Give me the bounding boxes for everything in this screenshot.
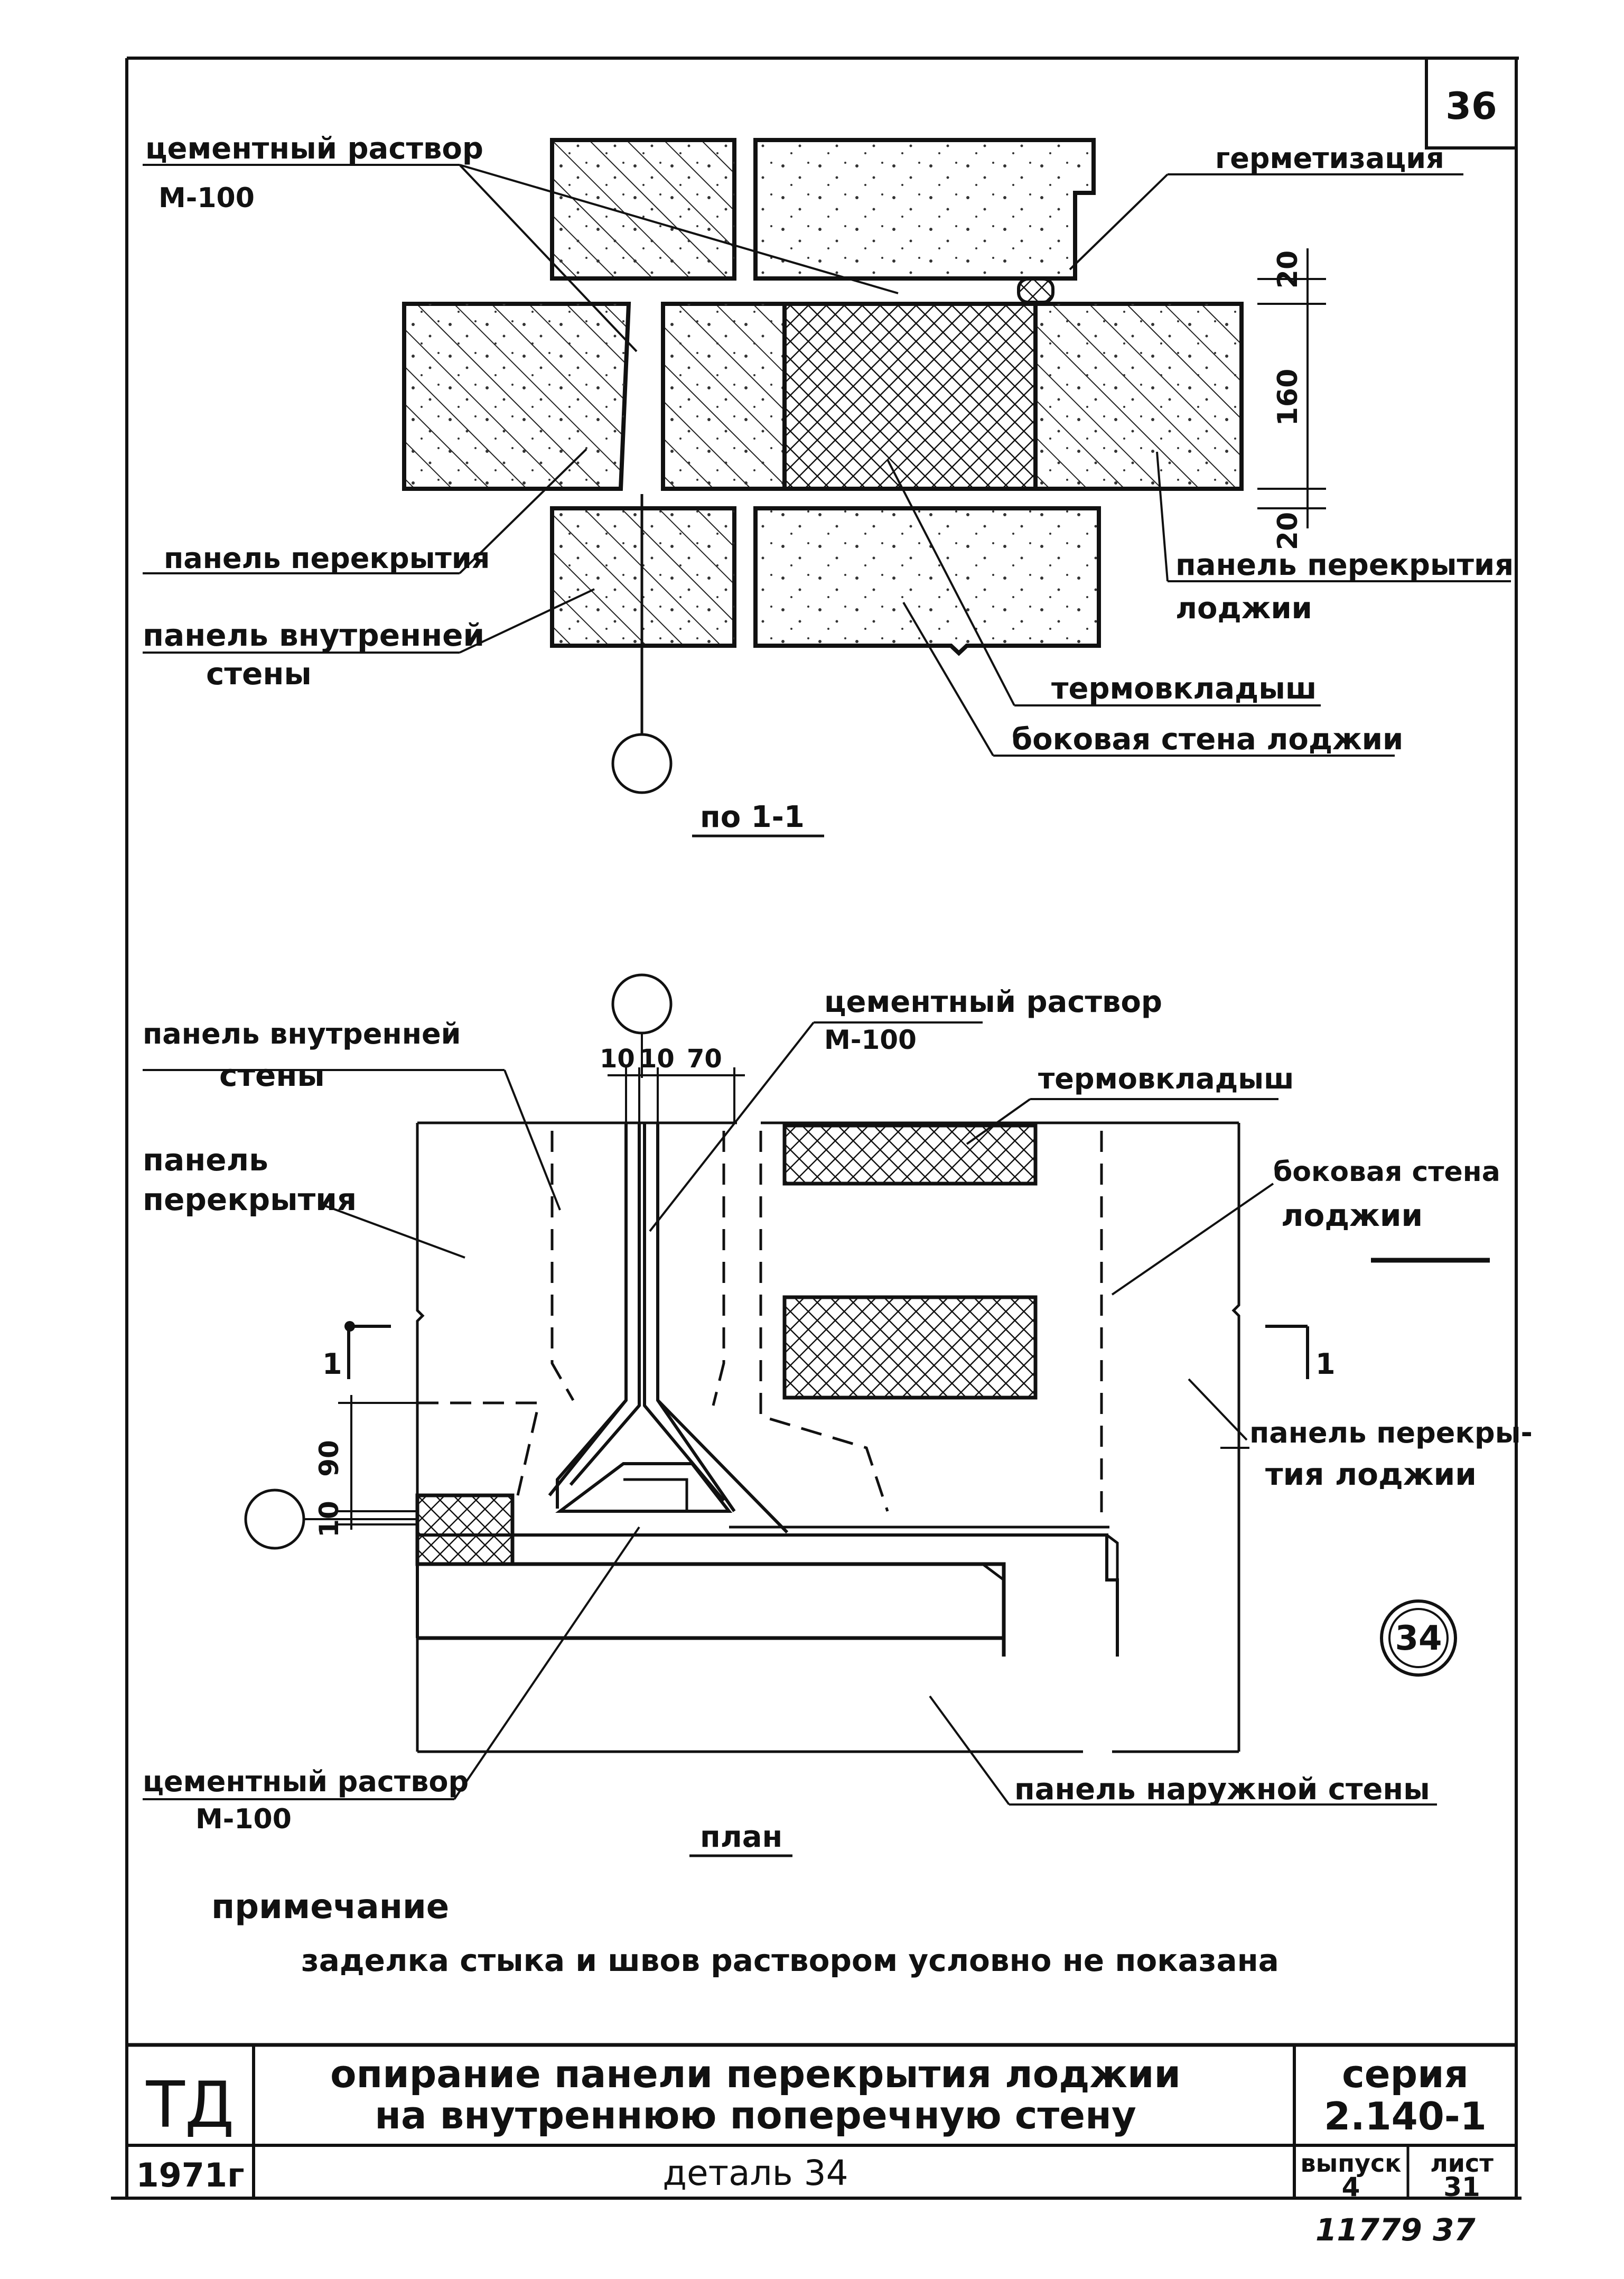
thermal-insert-plan-mid bbox=[782, 1295, 1038, 1400]
title-code: ТД bbox=[145, 2069, 234, 2142]
label-plan-floor-panel-2: перекрытия bbox=[143, 1182, 357, 1217]
label-plan-loggia-floor-1: панель перекры- bbox=[1249, 1416, 1533, 1449]
thermal-insert-plan-left bbox=[415, 1493, 515, 1566]
sheet-frame bbox=[111, 57, 1522, 2200]
thermal-insert-plan-top bbox=[782, 1123, 1038, 1186]
label-plan-outer-wall: панель наружной стены bbox=[1014, 1772, 1430, 1807]
axis-bubble-plan-left bbox=[244, 1489, 305, 1550]
plan-caption: план bbox=[700, 1820, 782, 1854]
series-label: серия bbox=[1342, 2052, 1469, 2096]
axis-bubble-plan-top bbox=[611, 973, 673, 1035]
dim-plan-b: 10 bbox=[639, 1044, 675, 1074]
floor-panel-middle bbox=[661, 302, 787, 491]
title-line-2: на внутреннюю поперечную стену bbox=[375, 2093, 1136, 2137]
plan-leaders bbox=[143, 1021, 1490, 1806]
inner-wall-upper bbox=[550, 138, 736, 281]
axis-bubble-section bbox=[611, 733, 673, 794]
floor-panel-left bbox=[402, 302, 631, 491]
dim-20-bottom: 20 bbox=[1272, 512, 1304, 550]
bottom-note: 11779 37 bbox=[1315, 2212, 1476, 2248]
section-leaders bbox=[143, 164, 1511, 757]
label-plan-side-wall-1: боковая стена bbox=[1273, 1156, 1500, 1188]
label-plan-side-wall-2: лоджии bbox=[1281, 1197, 1423, 1233]
loggia-side-wall-upper bbox=[753, 138, 1096, 281]
label-plan-cement-bottom-1: цементный раствор bbox=[143, 1765, 469, 1798]
label-plan-floor-panel-1: панель bbox=[143, 1142, 268, 1178]
loggia-side-wall-lower bbox=[753, 506, 1101, 656]
sheet-value: 31 bbox=[1443, 2172, 1480, 2202]
title-block bbox=[127, 2043, 1516, 2198]
dim-plan-c: 70 bbox=[687, 1044, 722, 1074]
outer-wall-panel bbox=[416, 1525, 1119, 1657]
label-plan-cement-bottom-2: М-100 bbox=[195, 1803, 292, 1835]
thermal-insert-section bbox=[782, 302, 1038, 491]
dim-plan-v2: 10 bbox=[314, 1501, 344, 1538]
dim-20-top: 20 bbox=[1272, 250, 1304, 289]
note-text: заделка стыка и швов раствором условно н… bbox=[301, 1942, 1279, 1978]
sheet-number: 36 bbox=[1445, 85, 1497, 128]
label-plan-cement-top-1: цементный раствор bbox=[824, 985, 1162, 1019]
label-cement-grade-section: М-100 bbox=[158, 182, 255, 214]
title-line-1: опирание панели перекрытия лоджии bbox=[330, 2052, 1181, 2096]
title-year: 1971г bbox=[136, 2156, 245, 2194]
dim-160: 160 bbox=[1272, 369, 1304, 426]
cut-label-left: 1 bbox=[322, 1347, 342, 1381]
dim-plan-a: 10 bbox=[600, 1044, 635, 1074]
cut-label-right: 1 bbox=[1315, 1347, 1336, 1381]
label-loggia-floor-2: лоджии bbox=[1175, 591, 1312, 626]
cut-marker-left bbox=[347, 1325, 391, 1379]
plan-view: 1 1 10 10 70 90 10 bbox=[143, 973, 1533, 1857]
label-loggia-side-wall: боковая стена лоджии bbox=[1012, 722, 1403, 757]
panel-key bbox=[555, 1462, 733, 1513]
dim-plan-v1: 90 bbox=[314, 1440, 344, 1477]
series-value: 2.140-1 bbox=[1324, 2094, 1487, 2138]
note-heading: примечание bbox=[211, 1887, 449, 1927]
plan-hidden-lines bbox=[417, 1131, 1103, 1522]
issue-value: 4 bbox=[1342, 2172, 1360, 2202]
label-sealing: герметизация bbox=[1215, 142, 1444, 175]
detail-mark-label: 34 bbox=[1395, 1619, 1442, 1658]
sealant bbox=[1017, 277, 1054, 304]
cut-marker-right bbox=[1265, 1325, 1309, 1379]
sheet-label: лист bbox=[1430, 2149, 1494, 2178]
plan-dims-left bbox=[338, 1395, 417, 1530]
label-cement-mortar-section: цементный раствор bbox=[145, 132, 483, 166]
label-loggia-floor-1: панель перекрытия bbox=[1175, 548, 1514, 582]
detail-mark bbox=[1380, 1599, 1457, 1677]
label-plan-cement-top-2: М-100 bbox=[824, 1025, 917, 1055]
label-plan-loggia-floor-2: тия лоджии bbox=[1265, 1456, 1477, 1492]
section-dimensions bbox=[1257, 248, 1326, 528]
loggia-floor-panel bbox=[1033, 302, 1244, 491]
label-inner-wall-1: панель внутренней bbox=[143, 617, 484, 653]
label-plan-inner-wall-1: панель внутренней bbox=[143, 1017, 461, 1050]
label-plan-inner-wall-2: стены bbox=[219, 1057, 325, 1093]
section-1-1: 20 160 20 цементный раствор М-100 гермет… bbox=[143, 132, 1514, 838]
title-detail: деталь 34 bbox=[662, 2153, 848, 2193]
label-thermal-insert-section: термовкладыш bbox=[1051, 672, 1317, 706]
label-floor-panel: панель перекрытия bbox=[164, 542, 490, 575]
label-inner-wall-2: стены bbox=[206, 656, 312, 692]
plan-dims-top bbox=[608, 1067, 745, 1123]
issue-label: выпуск bbox=[1301, 2149, 1402, 2178]
section-caption: по 1-1 bbox=[700, 800, 805, 834]
label-plan-thermal-insert: термовкладыш bbox=[1038, 1062, 1294, 1095]
